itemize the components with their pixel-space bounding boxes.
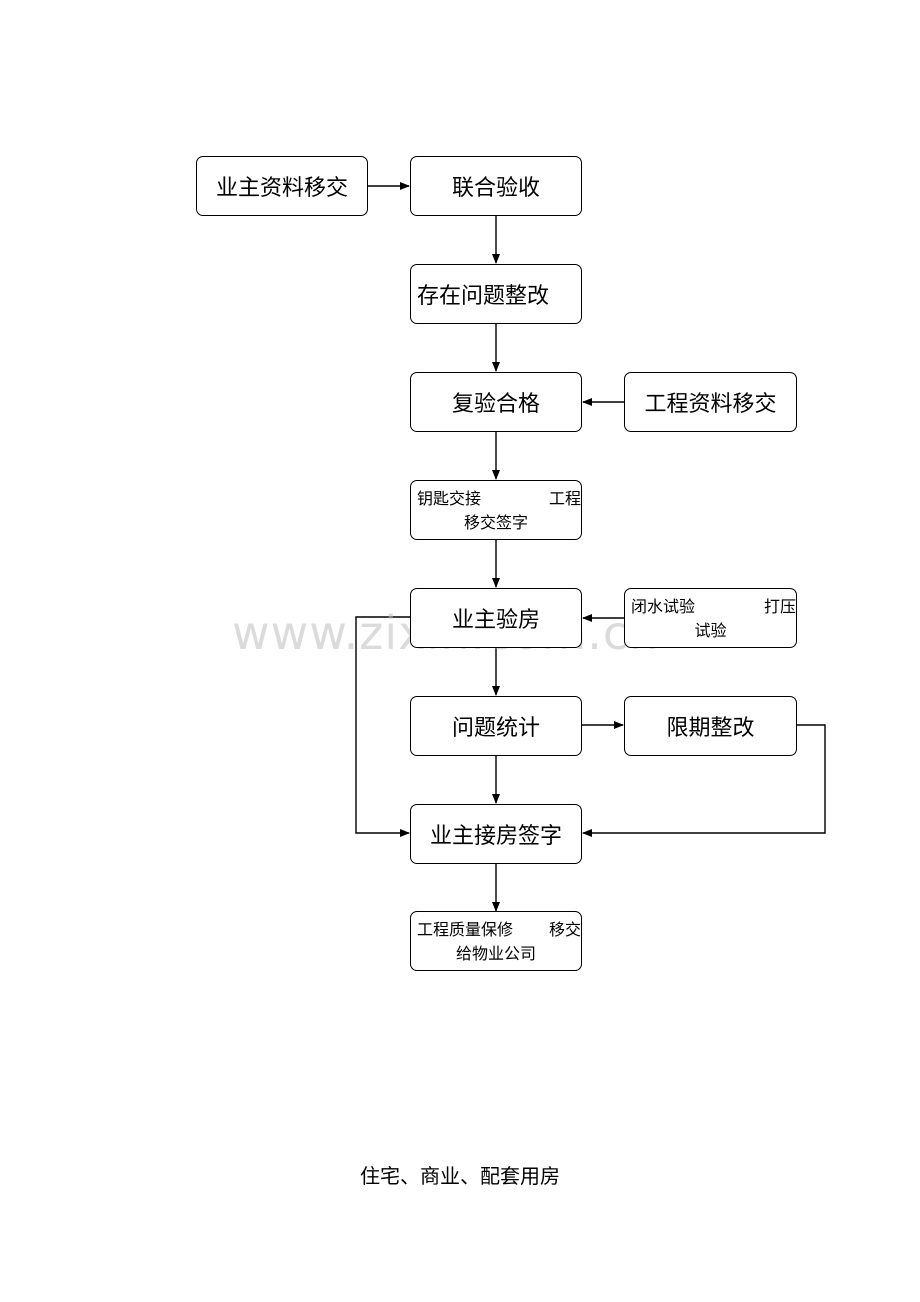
node-engineering-docs-label: 工程资料移交 [644,392,777,417]
node-owner-inspection: 业主验房 [410,588,582,648]
node-warranty-text-b: 移交 [548,920,581,939]
node-engineering-docs: 工程资料移交 [624,372,797,432]
node-rectify-issues: 存在问题整改 [410,264,582,324]
node-joint-acceptance: 联合验收 [410,156,582,216]
node-warranty-text-a: 工程质量保修 [417,920,514,939]
node-issue-stats: 问题统计 [410,696,582,756]
node-warranty: 工程质量保修 移交 给物业公司 [410,911,582,971]
node-key-handover-text-b: 工程 [548,489,581,508]
node-warranty-text-c: 给物业公司 [455,944,536,963]
node-key-handover-line1: 钥匙交接 工程 [417,487,581,511]
arrow-deadline-to-sign [582,724,826,837]
node-water-test: 闭水试验 打压 试验 [624,588,797,648]
node-key-handover-text-c: 移交签字 [463,513,528,532]
node-owner-inspection-label: 业主验房 [451,608,540,633]
node-owner-docs: 业主资料移交 [196,156,368,216]
arrow-inspection-bypass-to-sign [355,616,410,837]
node-water-test-text-b: 打压 [763,597,796,616]
node-water-test-line1: 闭水试验 打压 [631,595,796,619]
node-key-handover: 钥匙交接 工程 移交签字 [410,480,582,540]
node-deadline-rectify: 限期整改 [624,696,797,756]
node-water-test-text-c: 试验 [694,621,727,640]
node-issue-stats-label: 问题统计 [451,716,540,741]
node-owner-sign-label: 业主接房签字 [429,824,562,849]
node-key-handover-text-a: 钥匙交接 [417,489,482,508]
node-joint-acceptance-label: 联合验收 [451,176,540,201]
node-water-test-text-a: 闭水试验 [631,597,696,616]
node-owner-sign: 业主接房签字 [410,804,582,864]
node-deadline-rectify-label: 限期整改 [666,716,755,741]
page-caption: 住宅、商业、配套用房 [360,1164,560,1188]
node-warranty-line1: 工程质量保修 移交 [417,918,581,942]
node-recheck-pass-label: 复验合格 [451,392,540,417]
node-owner-docs-label: 业主资料移交 [215,176,348,201]
node-rectify-issues-label: 存在问题整改 [417,284,550,309]
node-recheck-pass: 复验合格 [410,372,582,432]
